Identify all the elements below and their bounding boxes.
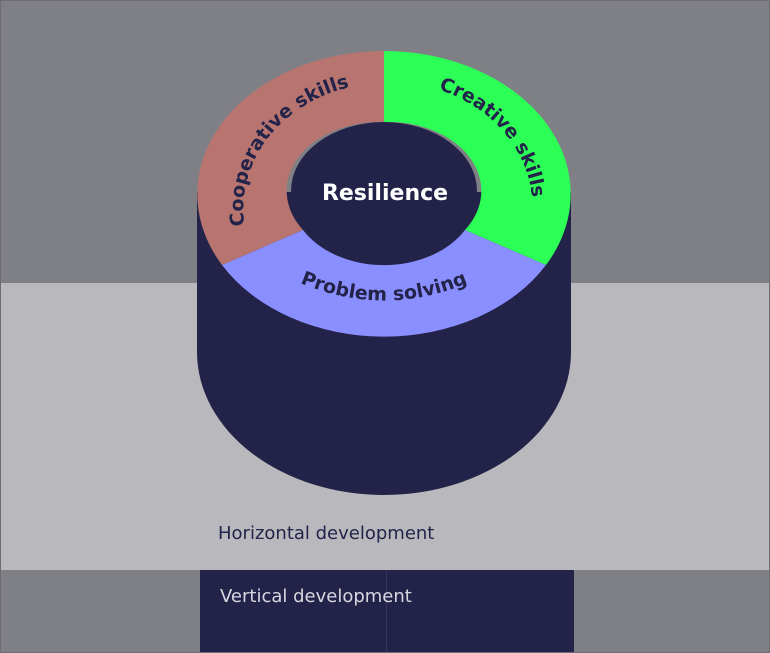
- vertical-bar-divider: [386, 570, 387, 653]
- resilience-label: Resilience: [322, 181, 448, 206]
- vertical-development-label: Vertical development: [220, 586, 412, 607]
- segment-cooperative-skills: [197, 51, 384, 265]
- horizontal-development-label: Horizontal development: [218, 523, 435, 544]
- vertical-development-bar: [200, 570, 574, 653]
- resilience-hub: [291, 122, 477, 260]
- segment-creative-skills: [384, 51, 571, 265]
- segment-problem-solving: [222, 230, 546, 337]
